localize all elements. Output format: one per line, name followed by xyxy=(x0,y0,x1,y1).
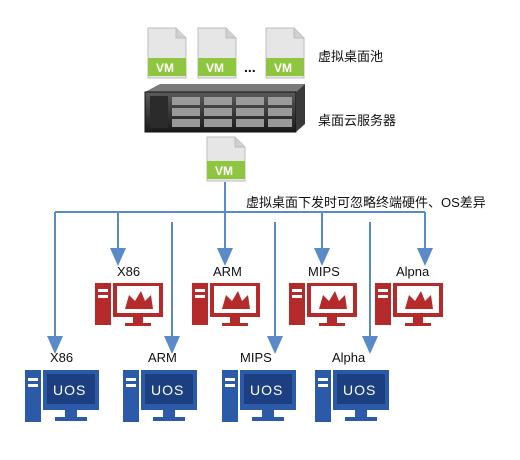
red-terminal-label-1: X86 xyxy=(117,264,141,279)
uos-screen-text: UOS xyxy=(250,382,283,398)
vm-doc-1: VM xyxy=(147,27,187,79)
server-image xyxy=(144,84,305,133)
red-terminal-4 xyxy=(375,283,443,326)
delivered-vm-label: VM xyxy=(215,164,233,178)
blue-terminal-label-2: ARM xyxy=(148,350,177,365)
mascot-icon xyxy=(405,291,433,309)
vm-doc-2: VM xyxy=(197,27,237,79)
uos-screen-text: UOS xyxy=(53,382,86,398)
blue-terminal-label-4: Alpha xyxy=(332,350,366,365)
red-terminal-3 xyxy=(289,283,357,326)
uos-screen-text: UOS xyxy=(343,382,376,398)
red-terminal-2 xyxy=(192,283,260,326)
server-label: 桌面云服务器 xyxy=(318,113,397,128)
vm-pool-label-2: VM xyxy=(206,61,224,75)
red-terminal-1 xyxy=(95,283,163,326)
vm-pool-label: 虚拟桌面池 xyxy=(318,49,384,64)
blue-terminal-label-3: MIPS xyxy=(240,350,272,365)
red-terminal-label-4: Alpna xyxy=(396,264,430,279)
blue-terminal-2: UOS xyxy=(123,370,197,422)
vm-pool-ellipsis: ... xyxy=(244,59,256,75)
vm-pool-label-1: VM xyxy=(156,61,174,75)
connection-lines xyxy=(47,182,433,354)
uos-screen-text: UOS xyxy=(151,382,184,398)
vm-pool-label-3: VM xyxy=(274,61,292,75)
mascot-icon xyxy=(319,291,347,309)
mascot-icon xyxy=(125,291,153,309)
red-terminal-label-2: ARM xyxy=(213,264,242,279)
vm-doc-3: VM xyxy=(265,27,305,79)
blue-terminal-label-1: X86 xyxy=(50,350,74,365)
delivered-vm-doc: VM xyxy=(206,136,246,182)
blue-terminal-4: UOS xyxy=(315,370,389,422)
blue-terminal-1: UOS xyxy=(25,370,99,422)
mascot-icon xyxy=(222,291,250,309)
blue-terminal-3: UOS xyxy=(222,370,296,422)
red-terminal-label-3: MIPS xyxy=(308,264,340,279)
delivery-caption: 虚拟桌面下发时可忽略终端硬件、OS差异 xyxy=(246,195,486,210)
